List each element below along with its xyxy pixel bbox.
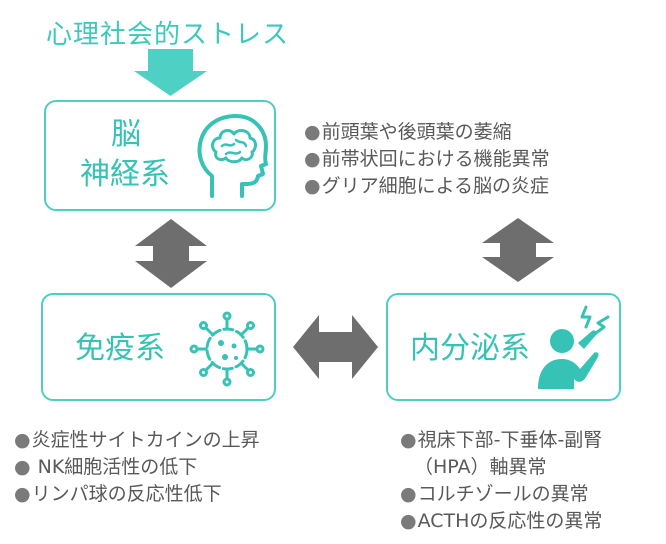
list-item: NK細胞活性の低下 xyxy=(14,454,260,481)
stress-title: 心理社会的ストレス xyxy=(46,20,290,50)
endocrine-label: 内分泌系 xyxy=(410,331,530,366)
arrow-down-icon xyxy=(134,49,207,96)
neuro-label-2: 神経系 xyxy=(80,157,170,192)
list-item: コルチゾールの異常 xyxy=(400,481,602,508)
endocrine-notes: 視床下部-下垂体-副腎 （HPA）軸異常 コルチゾールの異常 ACTHの反応性の… xyxy=(400,427,602,535)
double-arrow-icon-horizontal xyxy=(293,315,378,379)
neuro-label-1: 脳 xyxy=(111,117,141,152)
virus-icon xyxy=(189,311,265,387)
list-item: 炎症性サイトカインの上昇 xyxy=(14,427,260,454)
list-item: リンパ球の反応性低下 xyxy=(14,481,260,508)
list-item: 前頭葉や後頭葉の萎縮 xyxy=(304,119,550,146)
stressed-person-icon xyxy=(538,305,610,389)
immune-box: 免疫系 xyxy=(41,293,276,401)
brain-head-icon xyxy=(197,114,268,198)
list-item: ACTHの反応性の異常 xyxy=(400,508,603,535)
list-item: 前帯状回における機能異常 xyxy=(304,146,550,173)
list-item: グリア細胞による脳の炎症 xyxy=(304,173,550,200)
endocrine-box: 内分泌系 xyxy=(386,293,621,401)
list-item: 視床下部-下垂体-副腎 xyxy=(400,427,603,454)
neuro-box: 脳 神経系 xyxy=(44,100,276,211)
double-arrow-icon-right-vertical xyxy=(482,218,554,282)
double-arrow-icon-left-vertical xyxy=(135,219,207,288)
neuro-notes: 前頭葉や後頭葉の萎縮 前帯状回における機能異常 グリア細胞による脳の炎症 xyxy=(304,119,550,200)
immune-notes: 炎症性サイトカインの上昇 NK細胞活性の低下 リンパ球の反応性低下 xyxy=(14,427,260,508)
immune-label: 免疫系 xyxy=(75,331,165,366)
list-item-continuation: （HPA）軸異常 xyxy=(414,456,547,478)
